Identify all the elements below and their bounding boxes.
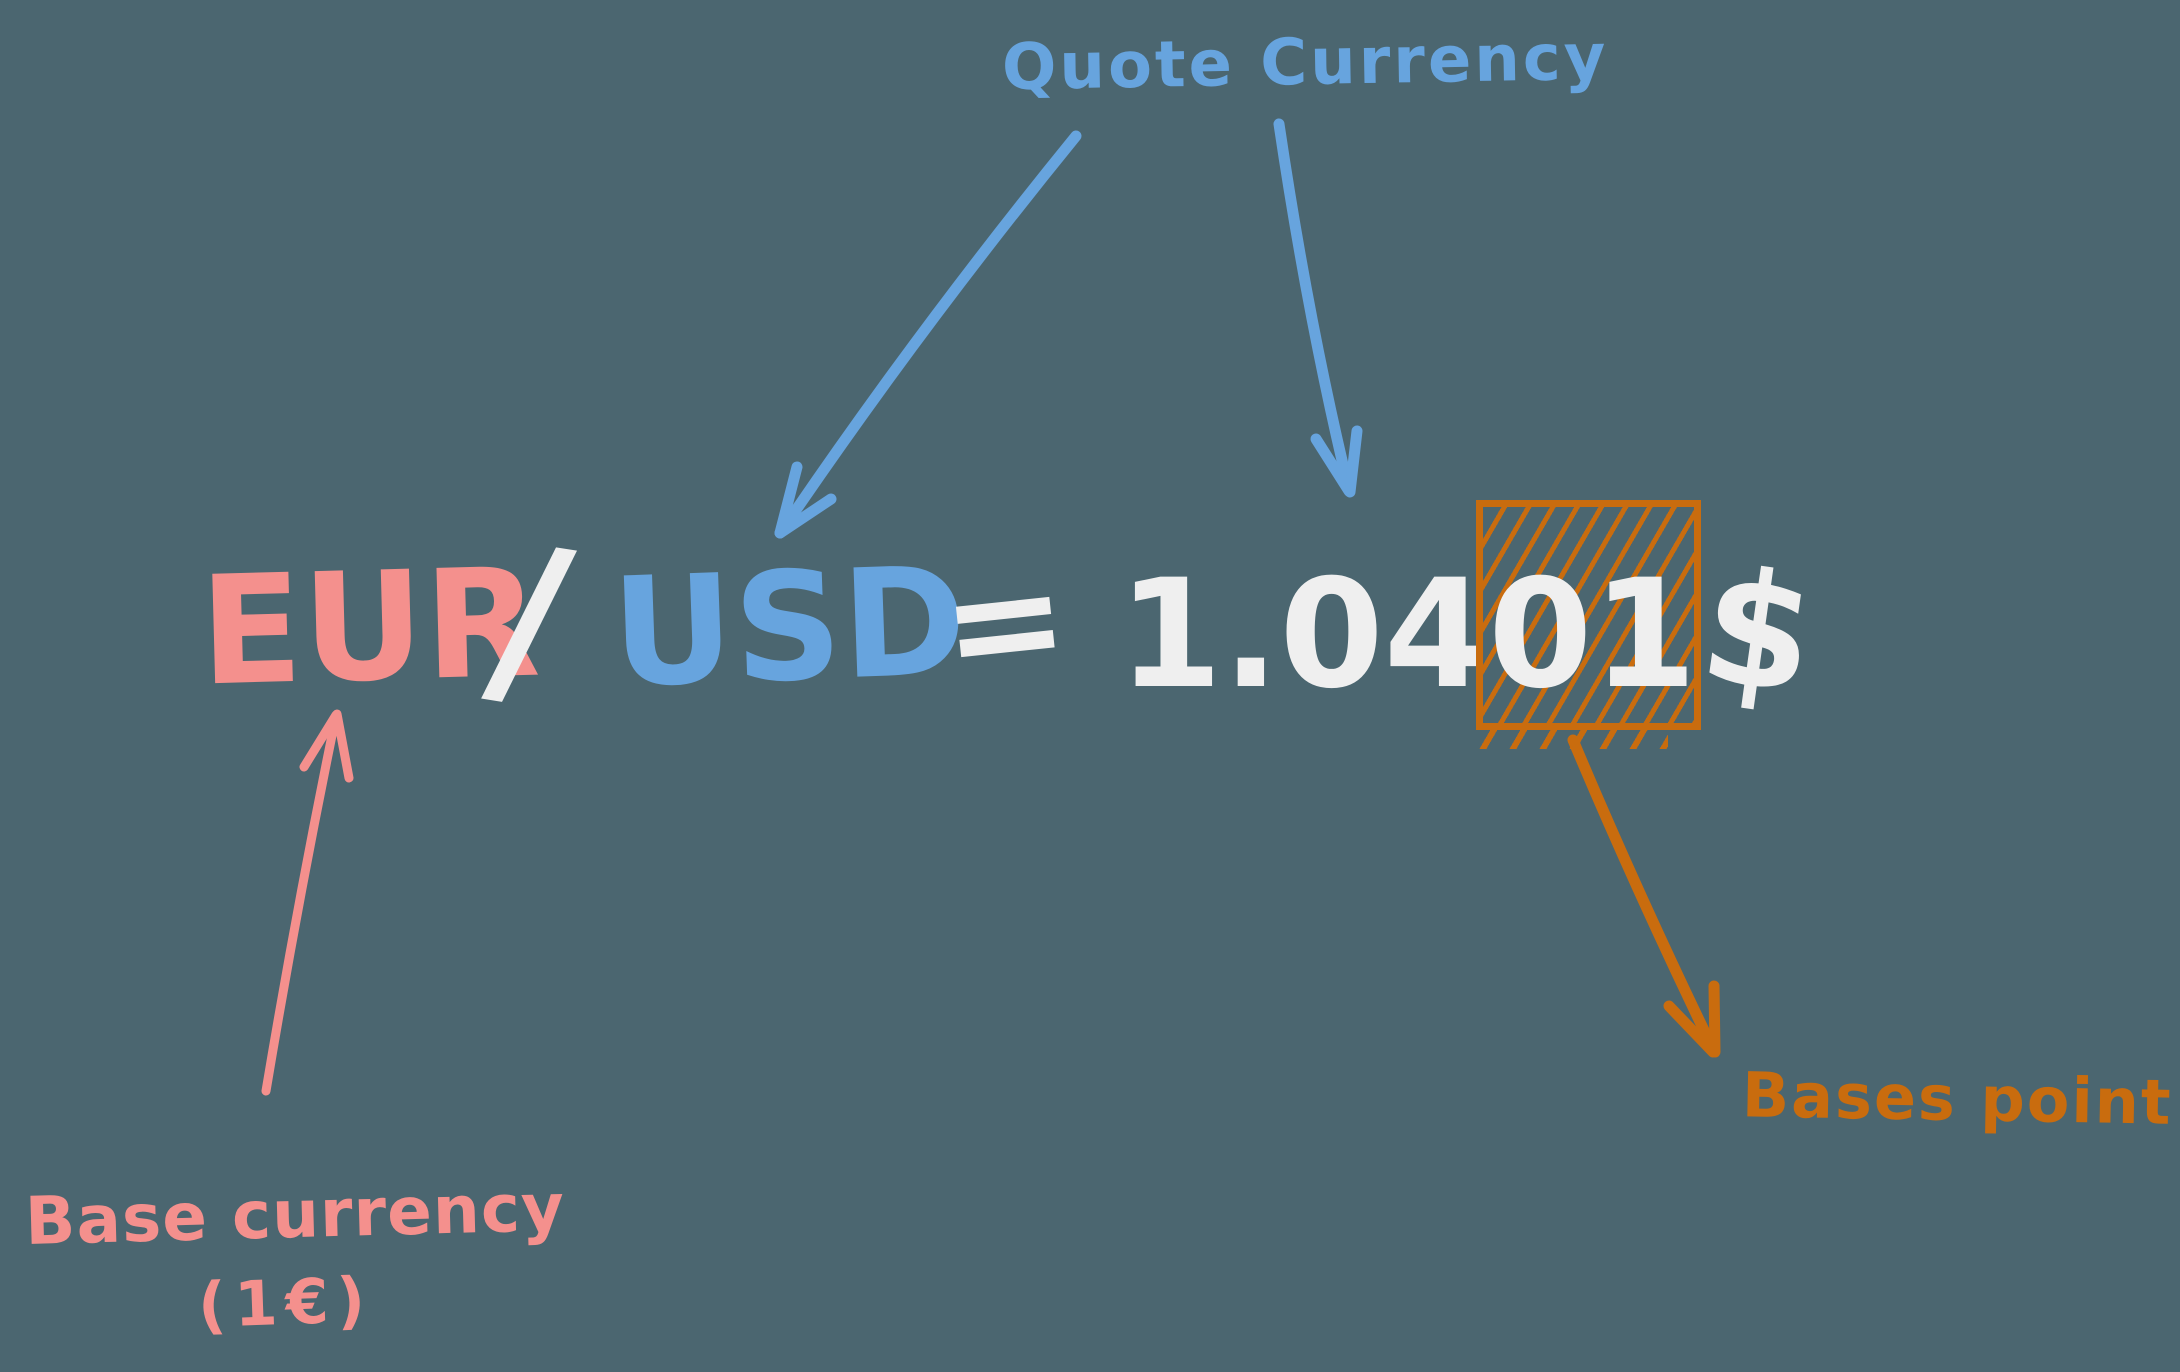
rate-main-digits: 1.04	[1118, 548, 1489, 722]
bases-point-label: Bases point	[1741, 1058, 2174, 1139]
quote-to-usd-arrow	[774, 130, 1082, 539]
base-currency-to-eur-arrow	[261, 709, 354, 1096]
base-currency-unit-label: (1€)	[196, 1262, 375, 1343]
box-to-bases-point-arrow	[1567, 734, 1721, 1058]
quote-currency-label: Quote Currency	[1001, 20, 1610, 106]
base-currency-label: Base currency	[24, 1168, 566, 1261]
quote-currency-code: USD	[609, 534, 970, 722]
rate-pips-group: 01	[1469, 500, 1701, 749]
rate-pip-digits: 01	[1488, 548, 1697, 722]
equals-sign: =	[933, 529, 1077, 717]
quote-to-rate-arrow	[1273, 118, 1363, 498]
dollar-sign: $	[1690, 533, 1826, 731]
